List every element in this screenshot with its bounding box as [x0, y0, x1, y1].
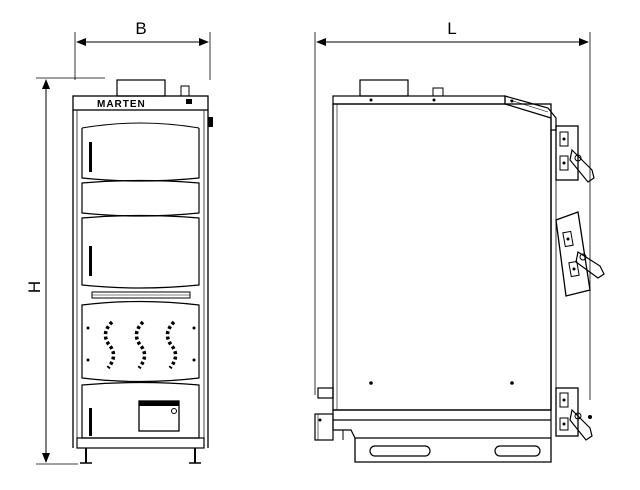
front-base	[76, 437, 205, 449]
middle-panel	[81, 179, 200, 217]
side-body	[332, 103, 552, 411]
middle-latch-handle	[575, 251, 605, 279]
ash-door-handle	[89, 408, 92, 436]
lower-door	[81, 300, 200, 383]
upper-hinge	[555, 125, 595, 183]
lower-hinge	[555, 387, 593, 441]
top-fitting	[180, 85, 190, 97]
top-cover	[72, 95, 209, 111]
middle-hinge	[555, 211, 605, 297]
side-flue	[359, 79, 409, 97]
side-view	[314, 79, 605, 463]
upper-door	[81, 128, 200, 182]
upper-latch-handle	[569, 148, 595, 183]
flame-vents	[103, 320, 178, 370]
dimension-length: L	[314, 19, 591, 400]
height-label: H	[25, 281, 44, 293]
middle-door-handle	[89, 246, 92, 276]
upper-door-handle	[89, 142, 92, 172]
length-label: L	[447, 19, 456, 38]
front-view: MARTEN	[72, 79, 213, 464]
dimension-height: H	[25, 77, 105, 465]
width-label: B	[135, 19, 146, 38]
badge	[186, 99, 192, 104]
side-base	[332, 409, 552, 463]
brand-text: MARTEN	[97, 99, 146, 110]
flue-outlet	[116, 79, 166, 97]
dimension-width: B	[74, 19, 211, 80]
side-knob	[208, 117, 213, 127]
base-slot-rear	[369, 445, 431, 457]
middle-door	[81, 214, 200, 289]
ash-door	[81, 381, 200, 439]
base-slot-front	[494, 445, 541, 457]
rear-fittings	[314, 387, 334, 441]
lower-latch-handle	[569, 408, 593, 441]
